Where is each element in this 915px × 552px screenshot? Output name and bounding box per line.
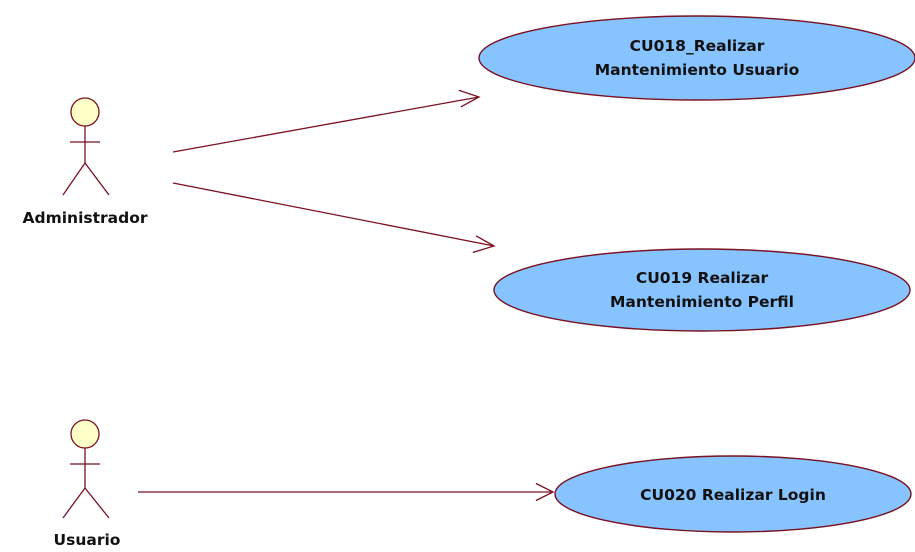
actor-left-leg bbox=[62, 487, 86, 519]
association-line[interactable] bbox=[172, 96, 480, 153]
arrowhead-open bbox=[458, 89, 481, 108]
use-case-cu020-ellipse[interactable] bbox=[554, 455, 912, 533]
actor-administrador[interactable]: Administrador bbox=[22, 97, 148, 227]
arrowhead-open bbox=[472, 235, 496, 254]
actor-right-leg bbox=[84, 487, 110, 519]
actor-right-leg bbox=[84, 162, 110, 196]
association-line[interactable] bbox=[172, 182, 495, 247]
association-administrador-cu019[interactable] bbox=[172, 182, 496, 254]
actor-head-icon bbox=[70, 97, 100, 127]
association-usuario-cu020[interactable] bbox=[138, 482, 555, 502]
actor-usuario-label: Usuario bbox=[54, 531, 121, 549]
association-administrador-cu018[interactable] bbox=[172, 89, 481, 153]
actor-usuario[interactable]: Usuario bbox=[54, 419, 121, 549]
actor-administrador-label: Administrador bbox=[22, 209, 147, 227]
use-case-cu019-label-line-2: Mantenimiento Perfil bbox=[610, 293, 794, 311]
use-case-cu018-label-line-1: CU018_Realizar bbox=[630, 37, 765, 55]
use-case-cu019-label-line-1: CU019 Realizar bbox=[636, 269, 769, 287]
actor-head-icon bbox=[70, 419, 100, 449]
use-case-cu020-label: CU020 Realizar Login bbox=[640, 486, 826, 504]
use-case-cu020[interactable]: CU020 Realizar Login bbox=[554, 455, 912, 533]
use-case-cu018[interactable]: CU018_Realizar Mantenimiento Usuario bbox=[478, 15, 915, 101]
use-case-cu018-ellipse[interactable] bbox=[478, 15, 915, 101]
use-case-cu019[interactable]: CU019 Realizar Mantenimiento Perfil bbox=[493, 248, 911, 332]
use-case-cu018-label-line-2: Mantenimiento Usuario bbox=[595, 61, 800, 79]
arrowhead-open bbox=[535, 482, 555, 502]
use-case-cu019-ellipse[interactable] bbox=[493, 248, 911, 332]
actor-left-leg bbox=[62, 162, 86, 196]
